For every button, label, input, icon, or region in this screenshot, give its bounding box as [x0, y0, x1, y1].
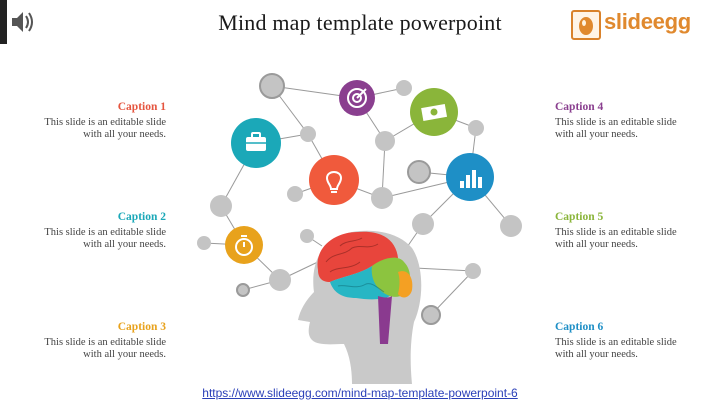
caption-6-desc: This slide is an editable slide with all… [555, 337, 677, 360]
caption-6: Caption 6 This slide is an editable slid… [555, 321, 685, 361]
lightbulb-icon [325, 171, 343, 193]
slideegg-logo: slideegg [571, 8, 706, 42]
logo-egg-icon [571, 10, 601, 40]
target-icon [347, 88, 367, 108]
lightbulb-node [309, 155, 359, 205]
footer-link[interactable]: https://www.slideegg.com/mind-map-templa… [202, 386, 518, 400]
caption-4-title: Caption 4 [555, 101, 604, 113]
chart-node [446, 153, 494, 201]
caption-4-desc: This slide is an editable slide with all… [555, 117, 677, 140]
briefcase-icon [246, 132, 266, 151]
caption-1-title: Caption 1 [117, 101, 166, 113]
caption-3: Caption 3 This slide is an editable slid… [36, 321, 166, 361]
target-node [339, 80, 375, 116]
caption-6-title: Caption 6 [555, 321, 604, 333]
speaker-area[interactable] [0, 0, 40, 44]
caption-5-title: Caption 5 [555, 211, 604, 223]
caption-2-title: Caption 2 [117, 211, 166, 223]
caption-5: Caption 5 This slide is an editable slid… [555, 211, 685, 251]
caption-2-desc: This slide is an editable slide with all… [44, 227, 166, 250]
caption-2: Caption 2 This slide is an editable slid… [36, 211, 166, 251]
caption-4: Caption 4 This slide is an editable slid… [555, 101, 685, 141]
bar-chart-icon [460, 170, 482, 188]
caption-3-desc: This slide is an editable slide with all… [44, 337, 166, 360]
brain-graphic [317, 231, 413, 344]
briefcase-node [231, 118, 281, 168]
money-node [410, 88, 458, 136]
logo-text: slideegg [604, 9, 691, 34]
caption-5-desc: This slide is an editable slide with all… [555, 227, 677, 250]
gray-nodes [197, 73, 522, 325]
caption-3-title: Caption 3 [117, 321, 166, 333]
money-icon [421, 104, 448, 121]
page-title: Mind map template powerpoint [218, 10, 502, 35]
caption-1-desc: This slide is an editable slide with all… [44, 117, 166, 140]
speaker-icon[interactable] [0, 0, 40, 44]
stopwatch-icon [235, 235, 253, 256]
speaker-bar [0, 0, 7, 44]
caption-1: Caption 1 This slide is an editable slid… [36, 101, 166, 141]
stopwatch-node [225, 226, 263, 264]
